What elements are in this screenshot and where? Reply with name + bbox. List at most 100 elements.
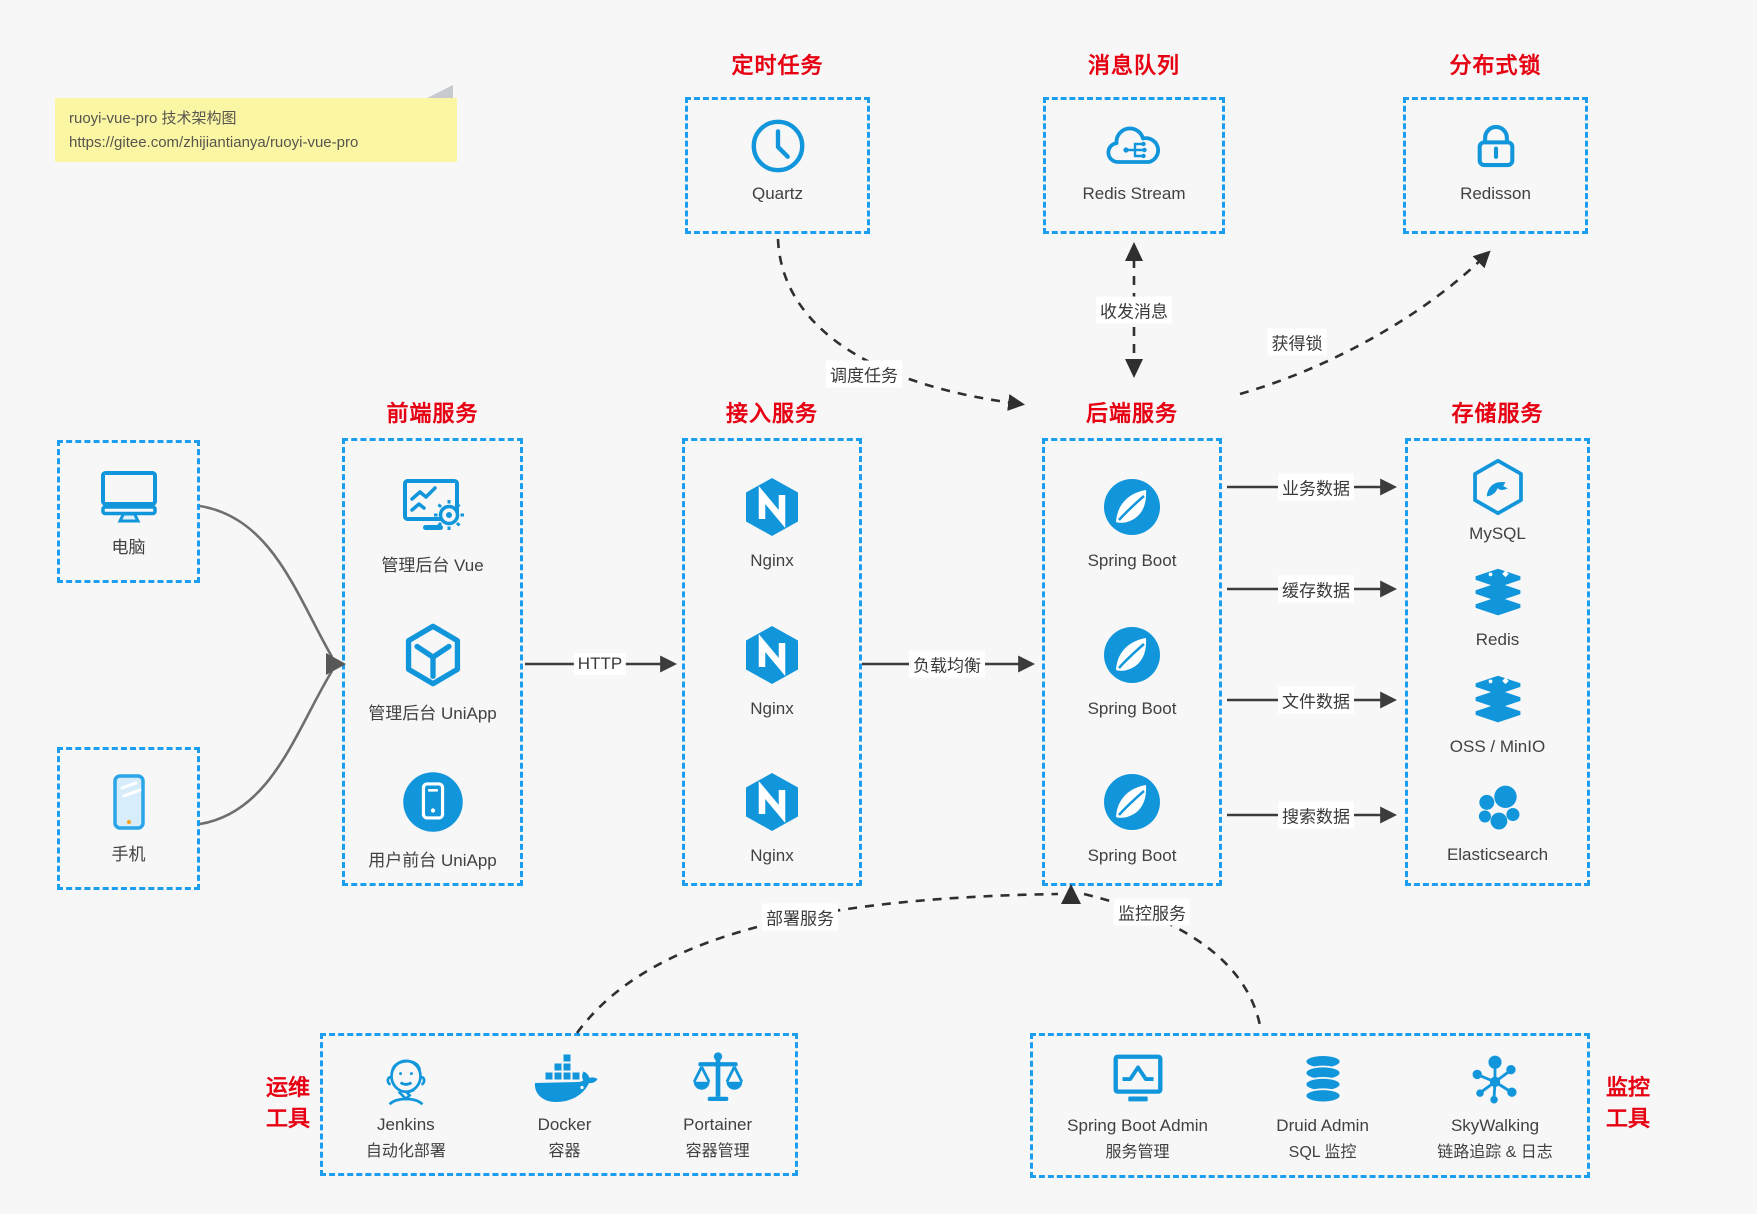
edge-label-search-data: 搜索数据: [1278, 801, 1354, 829]
spring-icon: [1100, 617, 1164, 693]
ops-tools-box: Jenkins 自动化部署 Docker 容器: [320, 1033, 798, 1176]
jenkins-label: Jenkins: [377, 1115, 435, 1134]
edge-label-deploy: 部署服务: [762, 903, 838, 931]
lock-icon: [1467, 114, 1525, 178]
spring-boot-label: Spring Boot: [1087, 699, 1177, 718]
docker-icon: [532, 1048, 598, 1110]
gateway-item-1: Nginx: [685, 469, 859, 571]
edge-label-schedule: 调度任务: [826, 360, 902, 388]
mobile-client-label: 手机: [111, 845, 146, 864]
edge-label-lock: 获得锁: [1267, 328, 1327, 356]
redisson-label: Redisson: [1460, 184, 1531, 203]
nginx-icon: [740, 469, 804, 545]
spring-boot-label: Spring Boot: [1087, 846, 1177, 865]
ops-item-docker: Docker 容器: [532, 1048, 598, 1161]
mysql-label: MySQL: [1469, 524, 1526, 543]
sb-admin-label: Spring Boot Admin: [1067, 1116, 1208, 1135]
admin-uniapp-label: 管理后台 UniApp: [368, 704, 497, 723]
monitoring-item-skywalking: SkyWalking 链路追踪 & 日志: [1437, 1049, 1553, 1162]
storage-item-elasticsearch: Elasticsearch: [1408, 777, 1587, 865]
spring-icon: [1100, 469, 1164, 545]
sticky-note: ruoyi-vue-pro 技术架构图 https://gitee.com/zh…: [55, 85, 457, 162]
redis-stack-icon: [1468, 562, 1528, 624]
nginx-label: Nginx: [750, 699, 794, 718]
messaging-arrowhead-up: [1125, 242, 1143, 261]
note-title: ruoyi-vue-pro 技术架构图: [69, 110, 237, 127]
edge-label-messaging: 收发消息: [1096, 296, 1172, 324]
docker-label: Docker: [537, 1115, 592, 1134]
clock-icon: [747, 114, 809, 178]
redis-label: Redis: [1475, 630, 1520, 649]
cloud-mq-icon: [1101, 114, 1167, 178]
nginx-icon: [740, 617, 804, 693]
docker-desc: 容器: [548, 1143, 581, 1160]
skywalking-icon: [1465, 1049, 1525, 1111]
group-title-gateway: 接入服务: [725, 401, 818, 426]
mysql-icon: [1468, 456, 1528, 518]
portainer-label: Portainer: [683, 1115, 753, 1134]
lock-arrow: [1239, 250, 1491, 396]
nginx-icon: [740, 764, 804, 840]
backend-item-1: Spring Boot: [1045, 469, 1219, 571]
quartz-label: Quartz: [751, 184, 804, 203]
group-title-distributed-lock: 分布式锁: [1449, 53, 1542, 78]
storage-item-redis: Redis: [1408, 562, 1587, 650]
sb-admin-desc: 服务管理: [1105, 1144, 1170, 1161]
edge-label-load-balance: 负载均衡: [909, 650, 985, 678]
desktop-icon: [97, 465, 161, 527]
quartz-box: Quartz: [685, 97, 870, 234]
pc-client-label: 电脑: [111, 538, 146, 557]
ops-item-jenkins: Jenkins 自动化部署: [366, 1048, 446, 1161]
frontend-box: 管理后台 Vue 管理后台 UniApp 用户前台 UniApp: [342, 438, 523, 886]
storage-box: MySQL Redis: [1405, 438, 1590, 886]
redis-stream-box: Redis Stream: [1043, 97, 1225, 234]
druid-desc: SQL 监控: [1288, 1144, 1357, 1161]
admin-vue-icon: [397, 469, 469, 545]
messaging-arrowhead-down: [1125, 359, 1143, 378]
oss-minio-label: OSS / MinIO: [1449, 737, 1546, 756]
mobile-client-box: 手机: [57, 747, 200, 890]
nginx-label: Nginx: [750, 846, 794, 865]
edge-label-http: HTTP: [573, 653, 627, 675]
monitoring-tools-box: Spring Boot Admin 服务管理 Druid Admin SQL 监…: [1030, 1033, 1590, 1178]
gateway-item-3: Nginx: [685, 764, 859, 866]
druid-label: Druid Admin: [1276, 1116, 1369, 1135]
skywalking-label: SkyWalking: [1450, 1116, 1540, 1135]
note-fold-corner: [427, 85, 453, 98]
edge-label-monitor: 监控服务: [1114, 898, 1190, 926]
pc-client-box: 电脑: [57, 440, 200, 583]
gateway-item-2: Nginx: [685, 617, 859, 719]
note-url: https://gitee.com/zhijiantianya/ruoyi-vu…: [69, 134, 359, 151]
ops-item-portainer: Portainer 容器管理: [683, 1048, 752, 1161]
spring-boot-label: Spring Boot: [1087, 551, 1177, 570]
uniapp-cube-icon: [399, 617, 467, 693]
redisson-box: Redisson: [1403, 97, 1588, 234]
monitoring-tools-title: 监控 工具: [1606, 1075, 1651, 1131]
edge-label-file-data: 文件数据: [1278, 686, 1354, 714]
druid-icon: [1295, 1049, 1351, 1111]
group-title-frontend: 前端服务: [386, 401, 479, 426]
user-uniapp-label: 用户前台 UniApp: [368, 851, 497, 870]
elasticsearch-label: Elasticsearch: [1446, 845, 1549, 864]
ops-tools-title: 运维 工具: [265, 1075, 310, 1131]
user-app-icon: [399, 764, 467, 840]
deploy-arrowhead-up: [1061, 884, 1081, 904]
redis-stream-label: Redis Stream: [1082, 184, 1186, 203]
portainer-icon: [688, 1048, 748, 1110]
frontend-item-admin-uniapp: 管理后台 UniApp: [345, 617, 520, 724]
frontend-item-admin-vue: 管理后台 Vue: [345, 469, 520, 576]
client-arrows: [199, 504, 334, 826]
group-title-backend: 后端服务: [1085, 401, 1178, 426]
nginx-label: Nginx: [750, 551, 794, 570]
smartphone-icon: [102, 772, 156, 834]
backend-box: Spring Boot Spring Boot Spring Boot: [1042, 438, 1222, 886]
group-title-scheduled-tasks: 定时任务: [731, 53, 824, 78]
elasticsearch-icon: [1468, 777, 1528, 839]
oss-stack-icon: [1468, 669, 1528, 731]
edge-label-business-data: 业务数据: [1278, 473, 1354, 501]
monitoring-item-sb-admin: Spring Boot Admin 服务管理: [1067, 1049, 1208, 1162]
monitoring-item-druid: Druid Admin SQL 监控: [1276, 1049, 1369, 1162]
sb-admin-icon: [1107, 1049, 1169, 1111]
backend-item-3: Spring Boot: [1045, 764, 1219, 866]
